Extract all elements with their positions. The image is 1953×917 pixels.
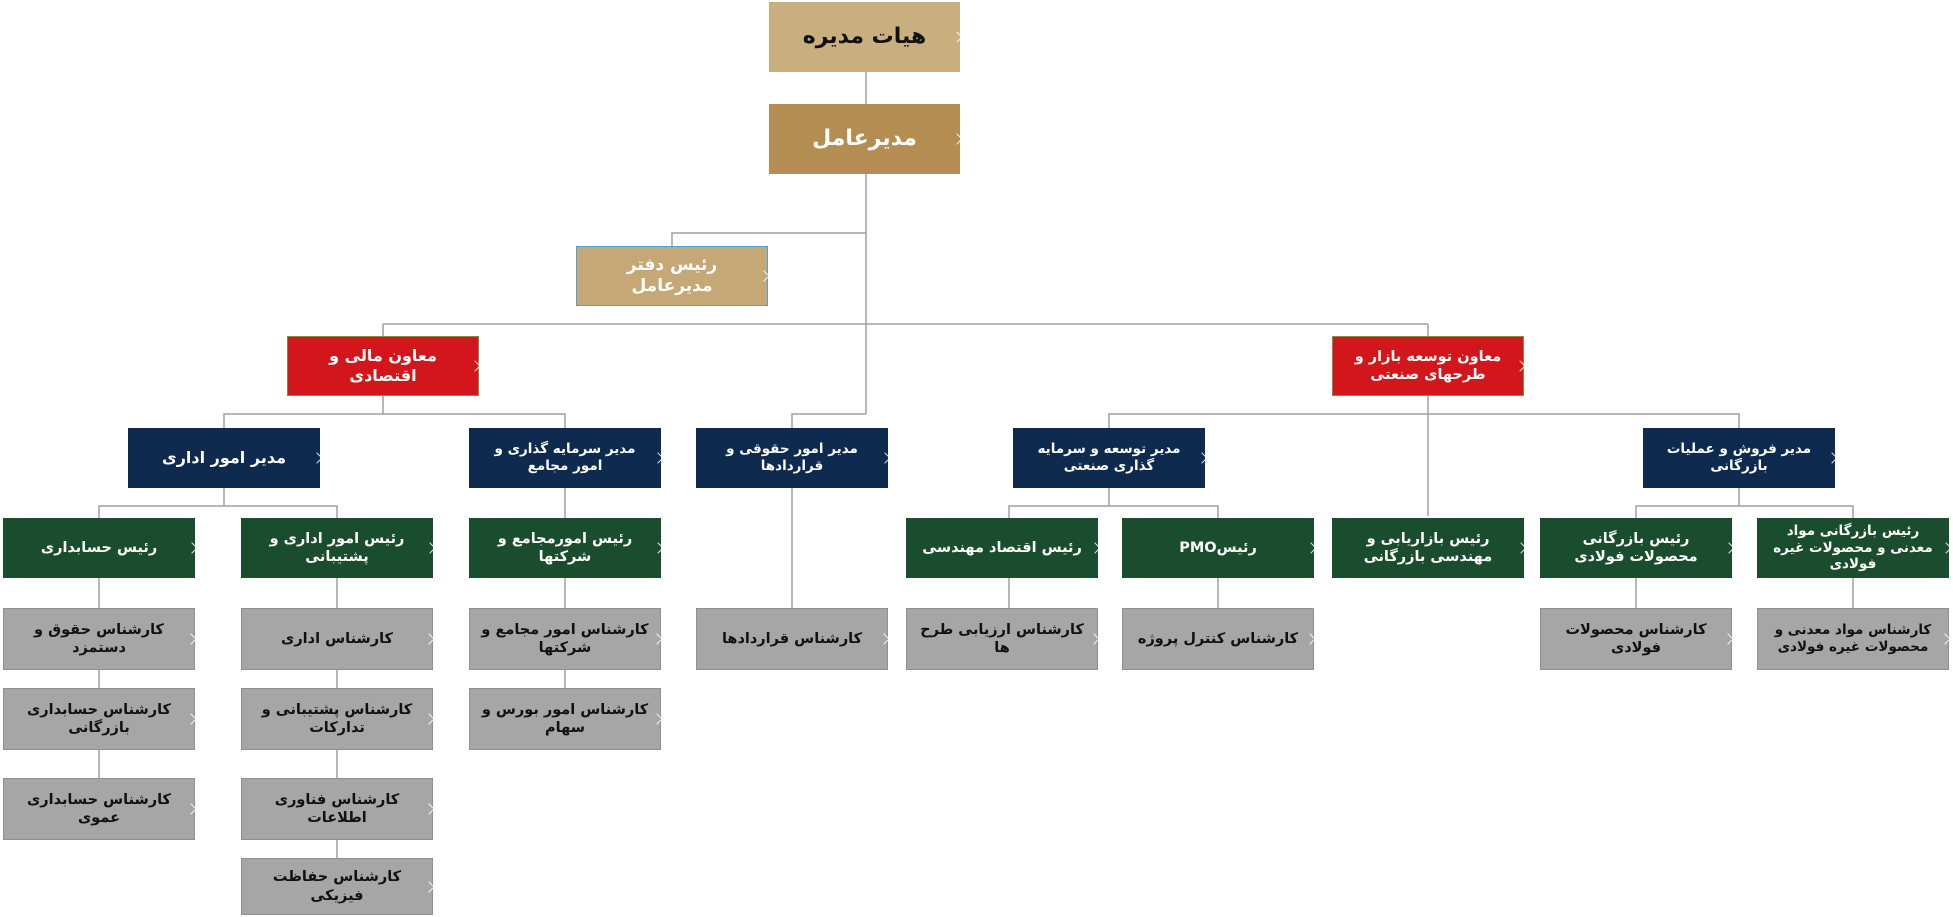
connector-industrial-bus (1008, 488, 1219, 518)
expert-evaluation-box: کارشناس ارزیابی طرح ها (906, 608, 1098, 670)
expert-security-label: کارشناس حفاظت فیزیکی (272, 869, 402, 904)
manager-admin-box: مدیر امور اداری (128, 428, 320, 488)
manager-industrial-label: مدیر توسعه و سرمایه گذاری صنعتی (1037, 441, 1181, 474)
board-of-directors-label: هیات مدیره (802, 24, 927, 50)
ceo-label: مدیرعامل (812, 126, 917, 152)
expert-general-accounting-box: کارشناس حسابداری عموی (3, 778, 195, 840)
board-of-directors-box: هیات مدیره (769, 2, 960, 72)
expert-assemblies-label: کارشناس امور مجامع و شرکتها (481, 621, 649, 656)
manager-industrial-box: مدیر توسعه و سرمایه گذاری صنعتی (1013, 428, 1205, 488)
expert-general-accounting-label: کارشناس حسابداری عموی (27, 791, 171, 826)
manager-sales-box: مدیر فروش و عملیات بازرگانی (1643, 428, 1835, 488)
head-mineral-label: رئیس بازرگانی مواد معدنی و محصولات غیره … (1773, 522, 1933, 573)
expert-stock-box: کارشناس امور بورس و سهام (469, 688, 661, 750)
expert-project-control-box: کارشناس کنترل پروژه (1122, 608, 1314, 670)
expert-security-box: کارشناس حفاظت فیزیکی (241, 858, 433, 915)
connector-sales-bus (1635, 488, 1854, 518)
connector-finance-bus (223, 396, 566, 428)
expert-commercial-accounting-box: کارشناس حسابداری بازرگانی (3, 688, 195, 750)
manager-investment-label: مدیر سرمایه گذاری و امور مجامع (494, 441, 636, 474)
manager-admin-label: مدیر امور اداری (162, 448, 286, 467)
expert-admin-box: کارشناس اداری (241, 608, 433, 670)
expert-it-label: کارشناس فناوری اطلاعات (274, 791, 400, 826)
expert-mineral-box: کارشناس مواد معدنی و محصولات غیره فولادی (1757, 608, 1949, 670)
expert-steel-label: کارشناس محصولات فولادی (1565, 621, 1707, 656)
head-marketing-box: رئیس بازاریابی و مهندسی بازرگانی (1332, 518, 1524, 578)
ceo-box: مدیرعامل (769, 104, 960, 174)
deputy-finance-label: معاون مالی و اقتصادی (329, 346, 437, 385)
expert-evaluation-label: کارشناس ارزیابی طرح ها (920, 621, 1084, 656)
expert-procurement-label: کارشناس پشتیبانی و تدارکات (261, 701, 413, 736)
expert-assemblies-box: کارشناس امور مجامع و شرکتها (469, 608, 661, 670)
expert-it-box: کارشناس فناوری اطلاعات (241, 778, 433, 840)
expert-wages-label: کارشناس حقوق و دستمزد (34, 621, 164, 656)
expert-contracts-label: کارشناس قراردادها (721, 630, 863, 647)
head-admin-support-label: رئیس امور اداری و پشتیبانی (269, 530, 405, 565)
connector-market-bus (1108, 396, 1740, 516)
ceo-office-head-box: رئیس دفتر مدیرعامل (576, 246, 768, 306)
head-assemblies-label: رئیس امورمجامع و شرکتها (497, 530, 633, 565)
head-assemblies-box: رئیس امورمجامع و شرکتها (469, 518, 661, 578)
expert-project-control-label: کارشناس کنترل پروژه (1137, 630, 1299, 647)
head-economics-box: رئیس اقتصاد مهندسی (906, 518, 1098, 578)
manager-sales-label: مدیر فروش و عملیات بازرگانی (1666, 441, 1812, 474)
deputy-finance-box: معاون مالی و اقتصادی (287, 336, 479, 396)
expert-contracts-box: کارشناس قراردادها (696, 608, 888, 670)
connector-admin-bus (98, 488, 338, 518)
connector-ceo-office (671, 232, 866, 246)
manager-legal-box: مدیر امور حقوقی و قراردادها (696, 428, 888, 488)
head-pmo-label: رئیسPMO (1179, 539, 1257, 556)
connector-legal-manager (791, 413, 866, 428)
expert-admin-label: کارشناس اداری (281, 630, 393, 647)
expert-steel-box: کارشناس محصولات فولادی (1540, 608, 1732, 670)
head-mineral-box: رئیس بازرگانی مواد معدنی و محصولات غیره … (1757, 518, 1949, 578)
head-economics-label: رئیس اقتصاد مهندسی (922, 539, 1082, 556)
head-steel-box: رئیس بازرگانی محصولات فولادی (1540, 518, 1732, 578)
expert-wages-box: کارشناس حقوق و دستمزد (3, 608, 195, 670)
expert-commercial-accounting-label: کارشناس حسابداری بازرگانی (27, 701, 171, 736)
deputy-market-box: معاون توسعه بازار و طرحهای صنعتی (1332, 336, 1524, 396)
head-steel-label: رئیس بازرگانی محصولات فولادی (1574, 530, 1698, 565)
head-pmo-box: رئیسPMO (1122, 518, 1314, 578)
ceo-office-head-label: رئیس دفتر مدیرعامل (626, 254, 718, 296)
head-admin-support-box: رئیس امور اداری و پشتیبانی (241, 518, 433, 578)
expert-mineral-label: کارشناس مواد معدنی و محصولات غیره فولادی (1774, 622, 1932, 655)
deputy-market-label: معاون توسعه بازار و طرحهای صنعتی (1354, 348, 1502, 383)
head-accounting-label: رئیس حسابداری (40, 539, 158, 556)
head-marketing-label: رئیس بازاریابی و مهندسی بازرگانی (1363, 530, 1493, 565)
head-accounting-box: رئیس حسابداری (3, 518, 195, 578)
manager-legal-label: مدیر امور حقوقی و قراردادها (726, 441, 858, 474)
expert-stock-label: کارشناس امور بورس و سهام (481, 701, 649, 736)
manager-investment-box: مدیر سرمایه گذاری و امور مجامع (469, 428, 661, 488)
expert-procurement-box: کارشناس پشتیبانی و تدارکات (241, 688, 433, 750)
